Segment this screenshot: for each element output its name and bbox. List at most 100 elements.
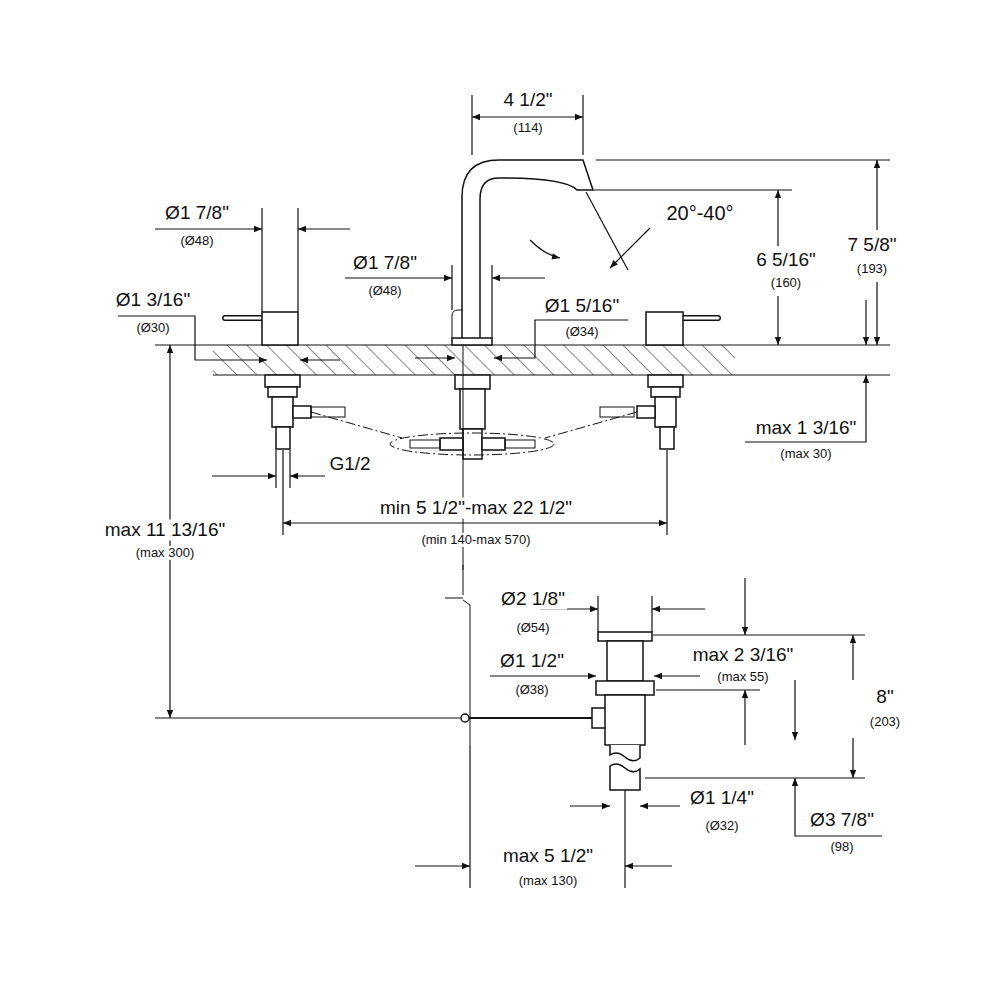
valve: [272, 397, 293, 427]
dimension-line: [795, 778, 882, 836]
dimension-line: [300, 359, 340, 360]
extension-line: [653, 634, 865, 635]
shank: [276, 427, 290, 449]
leader-line: [610, 228, 650, 268]
angle-line: [586, 192, 628, 270]
extension-line: [155, 717, 460, 718]
extension-line: [471, 95, 472, 155]
dimension-label: min 5 1/2"-max 22 1/2": [378, 498, 574, 519]
dimension-label: Ø1 1/4": [688, 788, 756, 809]
dimension-line: [472, 116, 583, 117]
metric-dimension: (193): [855, 262, 889, 276]
dimension-label: max 5 1/2": [501, 846, 595, 867]
valve: [655, 397, 676, 427]
drain-assembly: [445, 565, 654, 790]
dimension-line: [283, 522, 667, 523]
dimension-line: [652, 608, 705, 609]
dimension-label: max 1 3/16": [754, 418, 859, 439]
extension-line: [596, 159, 890, 160]
pivot-rod: [463, 717, 600, 719]
dimension-label: Ø1 7/8": [163, 203, 231, 224]
metric-dimension: (max 300): [134, 546, 197, 560]
extension-line: [275, 450, 276, 488]
extension-line: [666, 450, 667, 535]
extension-line: [597, 596, 598, 632]
extension-line: [645, 777, 865, 778]
dimension-line: [744, 690, 745, 745]
dimension-line: [777, 296, 778, 345]
extension-line: [289, 450, 290, 488]
metric-dimension: (203): [868, 715, 902, 729]
counter-bottom-line: [213, 375, 890, 376]
dimension-label: Ø1 1/2": [498, 651, 566, 672]
drain-body: [607, 641, 643, 681]
extension-line: [282, 450, 283, 535]
nut: [648, 375, 683, 387]
nut: [455, 375, 490, 389]
hose-loop: [390, 433, 554, 455]
left-handle: [225, 312, 311, 449]
nut: [265, 375, 300, 387]
dimension-line: [415, 865, 470, 866]
metric-dimension: (Ø32): [703, 819, 740, 833]
dimension-line: [777, 190, 778, 246]
metric-dimension: (Ø38): [513, 683, 550, 697]
dimension-label: Ø1 7/8": [351, 253, 419, 274]
dimension-line: [745, 375, 866, 442]
dimension-label: 20°-40°: [664, 202, 735, 224]
counter-hatch: [213, 345, 735, 375]
dimension-line: [852, 738, 853, 778]
dimension-label: Ø3 7/8": [808, 810, 876, 831]
braided-hose: [505, 440, 535, 448]
angle-arc: [530, 240, 560, 258]
shank: [460, 389, 485, 429]
dimension-label: Ø2 1/8": [499, 589, 567, 610]
dimension-line: [492, 277, 545, 278]
dimension-line: [298, 228, 350, 229]
hose-path: [545, 412, 637, 438]
dimension-label: 4 1/2": [501, 90, 554, 111]
metric-dimension: (Ø30): [134, 321, 171, 335]
metric-dimension: (max 130): [517, 874, 580, 888]
dimension-line: [570, 805, 610, 806]
metric-dimension: (98): [828, 840, 855, 854]
lever-inner: [683, 317, 718, 320]
dimension-label: 6 5/16": [754, 250, 818, 271]
braided-hose: [600, 407, 634, 417]
dimension-line: [876, 160, 877, 230]
spout: [311, 160, 637, 570]
drain-flange: [598, 632, 652, 641]
metric-dimension: (160): [769, 276, 803, 290]
dimension-label: 8": [874, 687, 895, 708]
spout-base: [452, 338, 492, 345]
hose-path: [311, 412, 402, 438]
lever-inner: [225, 317, 262, 320]
extension-line: [624, 790, 625, 888]
pop-up-lever: [452, 310, 462, 338]
dimension-line: [345, 277, 452, 278]
pipe-break: [610, 745, 640, 761]
dimension-line: [155, 228, 262, 229]
metric-dimension: (Ø34): [563, 325, 600, 339]
handle-body: [646, 312, 683, 345]
dimension-label: max 11 13/16": [103, 520, 227, 541]
countertop: [213, 345, 890, 375]
metric-dimension: (Ø48): [366, 284, 403, 298]
tailpiece: [610, 764, 640, 790]
extension-line: [491, 265, 492, 338]
right-handle: [637, 312, 718, 449]
extension-line: [297, 208, 298, 312]
dimension-line: [744, 578, 745, 635]
counter-top-line: [213, 345, 890, 346]
dimension-lines: [118, 95, 890, 888]
extension-line: [451, 265, 452, 310]
metric-dimension: (max 30): [778, 447, 833, 461]
dimension-line: [212, 475, 276, 476]
dimension-line: [625, 865, 672, 866]
dimension-line: [852, 635, 853, 680]
handle-body: [262, 312, 298, 345]
extension-line: [155, 344, 213, 345]
tee-branch: [482, 438, 505, 450]
dimension-line: [118, 316, 267, 360]
